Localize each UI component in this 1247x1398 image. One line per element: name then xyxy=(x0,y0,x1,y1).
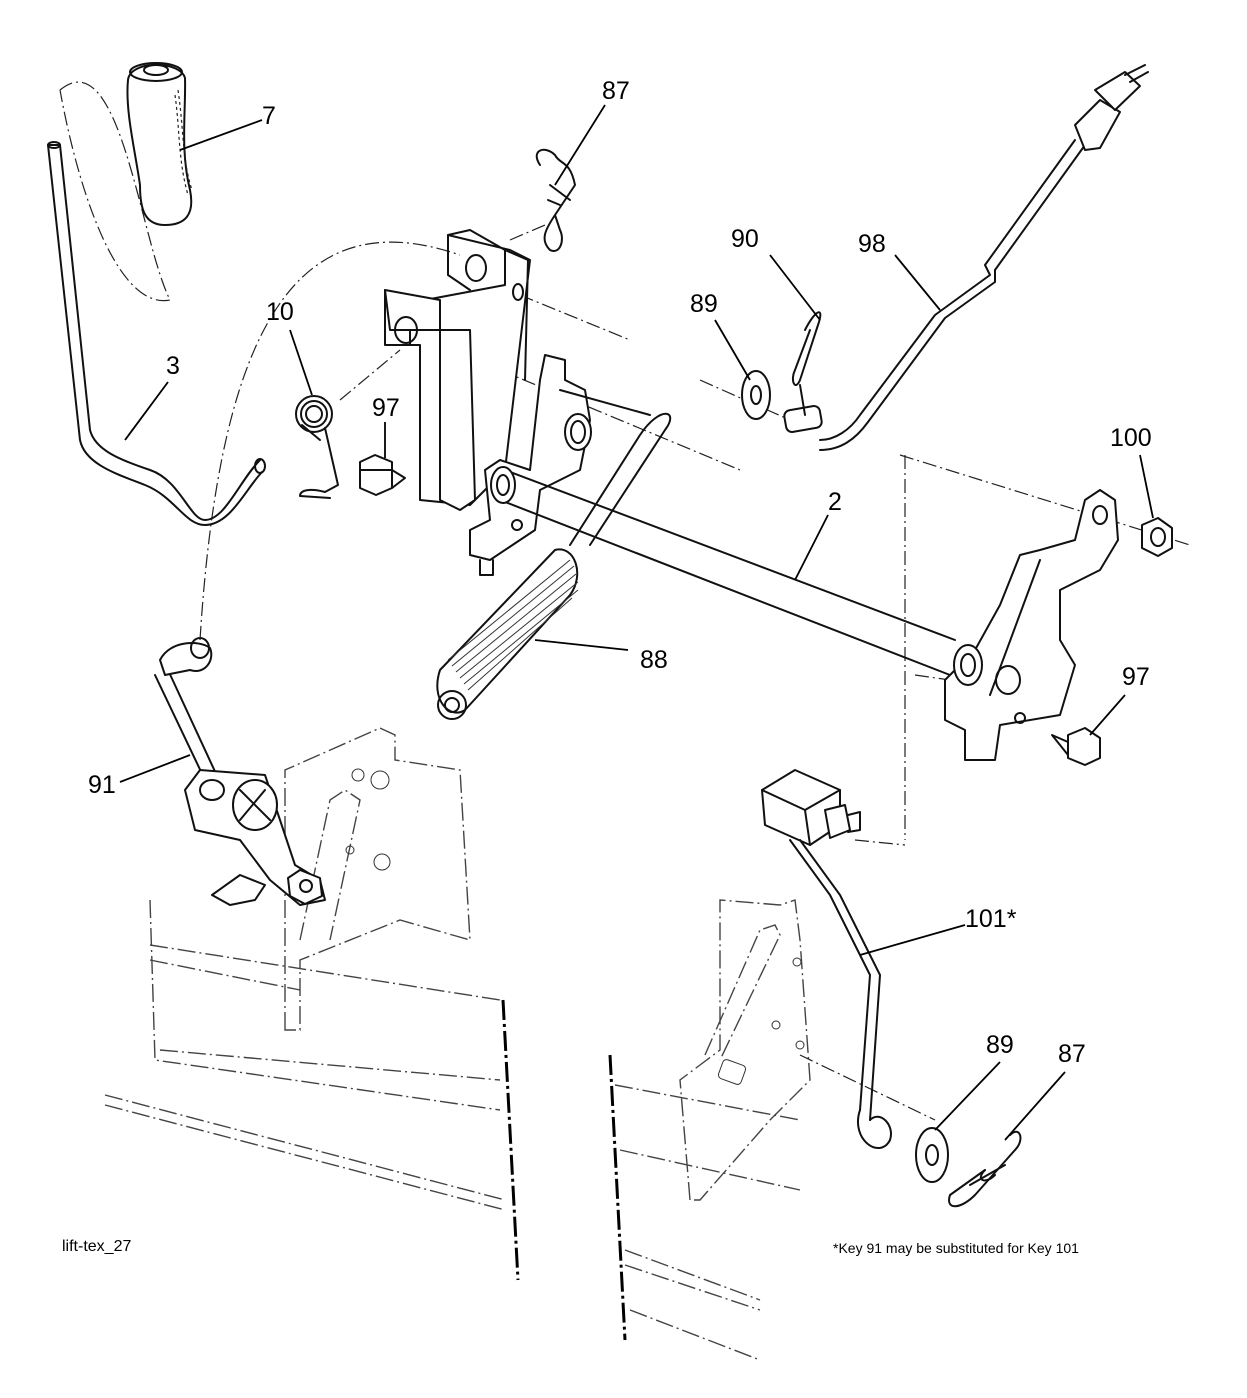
right-deck-bracket xyxy=(679,899,811,1201)
callout-87-top: 87 xyxy=(602,77,630,105)
callout-91: 91 xyxy=(88,771,116,799)
handle-grip-part-7 xyxy=(126,62,193,226)
callout-7: 7 xyxy=(262,102,276,130)
figure-id: lift-tex_27 xyxy=(62,1238,132,1255)
callout-100: 100 xyxy=(1110,424,1152,452)
adjustment-rod-part-98 xyxy=(783,64,1149,451)
nut-part-100 xyxy=(1141,517,1173,557)
callout-89-bottom: 89 xyxy=(986,1031,1014,1059)
washer-part-89-bottom xyxy=(915,1127,949,1183)
pivot-bracket xyxy=(384,229,531,511)
hairpin-clip-part-87-top xyxy=(535,148,576,252)
washer-part-89-top xyxy=(741,370,771,420)
lift-link-part-91 xyxy=(154,637,326,906)
right-lift-arm xyxy=(944,489,1119,761)
callout-97-left: 97 xyxy=(372,394,400,422)
callout-89-top: 89 xyxy=(690,290,718,318)
left-deck-bracket xyxy=(284,727,471,1031)
cotter-pin-part-90 xyxy=(791,311,822,416)
callout-3: 3 xyxy=(166,352,180,380)
substitution-footnote: *Key 91 may be substituted for Key 101 xyxy=(833,1240,1079,1256)
callout-88: 88 xyxy=(640,646,668,674)
callout-101: 101* xyxy=(965,905,1017,933)
callout-10: 10 xyxy=(266,298,294,326)
torsion-spring-part-10 xyxy=(295,395,339,499)
callout-90: 90 xyxy=(731,225,759,253)
lift-handle-part-3 xyxy=(47,141,266,526)
lift-shaft-part-2 xyxy=(490,466,956,676)
spring-hook-wire xyxy=(559,389,672,546)
extension-spring-part-88 xyxy=(436,548,579,720)
mower-deck-outline xyxy=(104,899,801,1361)
lift-link-part-101 xyxy=(761,769,892,1150)
callout-87-bottom: 87 xyxy=(1058,1040,1086,1068)
inner-lift-arm xyxy=(469,354,592,576)
hairpin-clip-part-87-bottom xyxy=(948,1130,1022,1208)
callout-97-right: 97 xyxy=(1122,663,1150,691)
callout-labels: 7 87 90 98 89 10 97 3 100 2 88 97 91 101… xyxy=(88,77,1152,1068)
bolt-part-97-left xyxy=(359,454,406,496)
bolt-part-97-right xyxy=(1051,727,1101,766)
callout-leaders xyxy=(119,104,1154,1141)
callout-98: 98 xyxy=(858,230,886,258)
callout-2: 2 xyxy=(828,488,842,516)
